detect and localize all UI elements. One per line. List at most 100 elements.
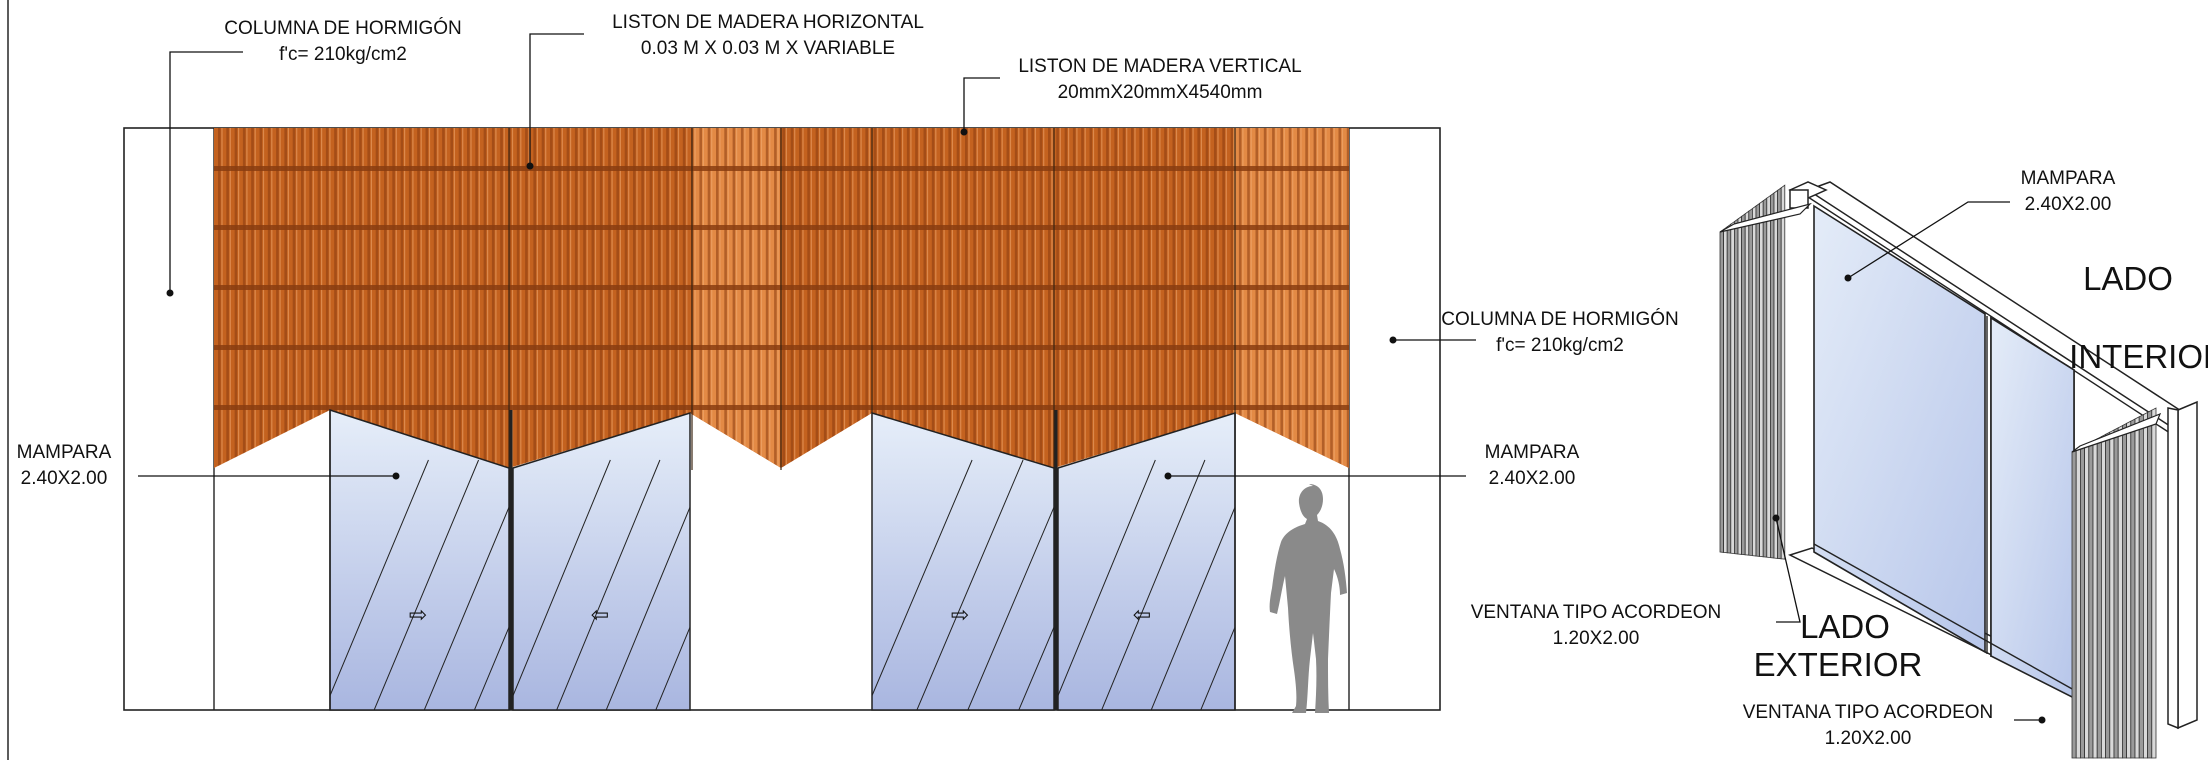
human-scale-figure: [1269, 484, 1347, 713]
vertical-slat: [732, 128, 736, 468]
slat-highlight: [354, 128, 356, 468]
slat-highlight: [744, 128, 746, 468]
vertical-slat: [882, 128, 885, 468]
accordion-fold: [2096, 435, 2102, 759]
accordion-fold: [1730, 220, 1735, 555]
right-post: [2177, 400, 2198, 730]
slat-highlight: [686, 128, 688, 468]
slat-highlight: [910, 128, 912, 468]
glass-panel-2: [512, 411, 691, 711]
slat-highlight: [1317, 128, 1319, 468]
column-left-spec: f'c= 210kg/cm2: [279, 44, 407, 65]
glass-panel-3: [871, 411, 1055, 711]
vertical-slat: [525, 128, 528, 468]
accordion-fold: [2138, 413, 2144, 759]
vertical-slat: [989, 128, 993, 468]
vertical-slat: [1048, 128, 1051, 468]
accordion-fold: [1777, 187, 1782, 560]
accordion-fold: [2126, 420, 2132, 759]
vertical-slat: [342, 128, 346, 468]
slat-highlight: [453, 128, 455, 468]
vertical-slat: [724, 128, 727, 468]
vertical-slat: [1056, 128, 1059, 468]
slat-highlight: [1101, 128, 1103, 468]
vertical-slat: [251, 128, 254, 468]
vertical-slat: [749, 128, 752, 468]
accordion-left-spec: 1.20X2.00: [1553, 628, 1640, 649]
slat-highlight: [619, 128, 621, 468]
horizontal-slat-title: LISTON DE MADERA HORIZONTAL: [612, 12, 924, 33]
slat-highlight: [362, 128, 364, 468]
vertical-slat: [1039, 128, 1043, 468]
vertical-slat: [558, 128, 561, 468]
vertical-slat: [516, 128, 520, 468]
iso-glass-panel-1: [1813, 204, 1986, 654]
vertical-slat: [1189, 128, 1192, 468]
accordion-fold: [2130, 418, 2136, 759]
vertical-slat: [1197, 128, 1200, 468]
accordion-fold: [2105, 431, 2111, 759]
vertical-slat: [890, 128, 893, 468]
slat-highlight: [470, 128, 472, 468]
arrow-right-icon: ⇨: [409, 602, 427, 627]
vertical-slat: [1114, 128, 1117, 468]
slat-highlight: [1250, 128, 1252, 468]
slat-highlight: [868, 128, 870, 468]
vertical-slat: [807, 128, 810, 468]
accordion-fold: [1780, 184, 1786, 560]
slat-highlight: [827, 128, 829, 468]
slat-highlight: [221, 128, 223, 468]
vertical-slat: [350, 128, 354, 468]
slat-highlight: [304, 128, 306, 468]
slat-highlight: [287, 128, 289, 468]
slat-highlight: [296, 128, 298, 468]
isometric-view: MAMPARA 2.40X2.00 LADO INTERIOR LADO EXT…: [1471, 168, 2208, 759]
slat-highlight: [935, 128, 937, 468]
column-left-title: COLUMNA DE HORMIGÓN: [224, 17, 462, 39]
vertical-slat: [267, 128, 271, 468]
vertical-slat: [608, 128, 611, 468]
vertical-slat: [1089, 128, 1093, 468]
slat-highlight: [238, 128, 240, 468]
accordion-window-left: [1719, 184, 1812, 560]
reflection-line: [535, 459, 661, 710]
slat-highlight: [545, 128, 547, 468]
vertical-slat: [848, 128, 852, 468]
slat-highlight: [1059, 128, 1061, 468]
vertical-slat: [923, 128, 927, 468]
vertical-slat: [707, 128, 711, 468]
vertical-slat: [400, 128, 404, 468]
slat-highlight: [487, 128, 489, 468]
slat-highlight: [586, 128, 588, 468]
label-accordion-left: VENTANA TIPO ACORDEON 1.20X2.00: [1471, 514, 1801, 649]
glass-reflections: [1058, 459, 1235, 710]
slat-highlight: [246, 128, 248, 468]
slat-highlight: [312, 128, 314, 468]
slat-highlight: [578, 128, 580, 468]
reflection-line: [402, 459, 509, 710]
accordion-fold: [1737, 215, 1742, 555]
slat-highlight: [711, 128, 713, 468]
vertical-slat: [226, 128, 229, 468]
vertical-slat: [583, 128, 586, 468]
accordion-fold: [2088, 440, 2094, 759]
slat-highlight: [437, 128, 439, 468]
vertical-slat: [234, 128, 238, 468]
screen-right-spec: 2.40X2.00: [1489, 468, 1576, 489]
vertical-slat: [242, 128, 246, 468]
vertical-slat: [1297, 128, 1300, 468]
vertical-slat: [699, 128, 702, 468]
slat-highlight: [1134, 128, 1136, 468]
label-column-left: COLUMNA DE HORMIGÓN f'c= 210kg/cm2: [166, 17, 462, 297]
slat-highlight: [960, 128, 962, 468]
vertical-slat: [467, 128, 470, 468]
vertical-slat: [284, 128, 287, 468]
reflection-line: [513, 459, 611, 710]
label-side-exterior: LADO EXTERIOR: [1754, 608, 1923, 683]
reflection-line: [946, 459, 1054, 710]
slat-highlight: [1283, 128, 1285, 468]
vertical-slat: [491, 128, 495, 468]
accordion-fold: [1741, 213, 1746, 556]
vertical-slat: [1164, 128, 1167, 468]
arrow-right-icon: ⇨: [951, 602, 969, 627]
